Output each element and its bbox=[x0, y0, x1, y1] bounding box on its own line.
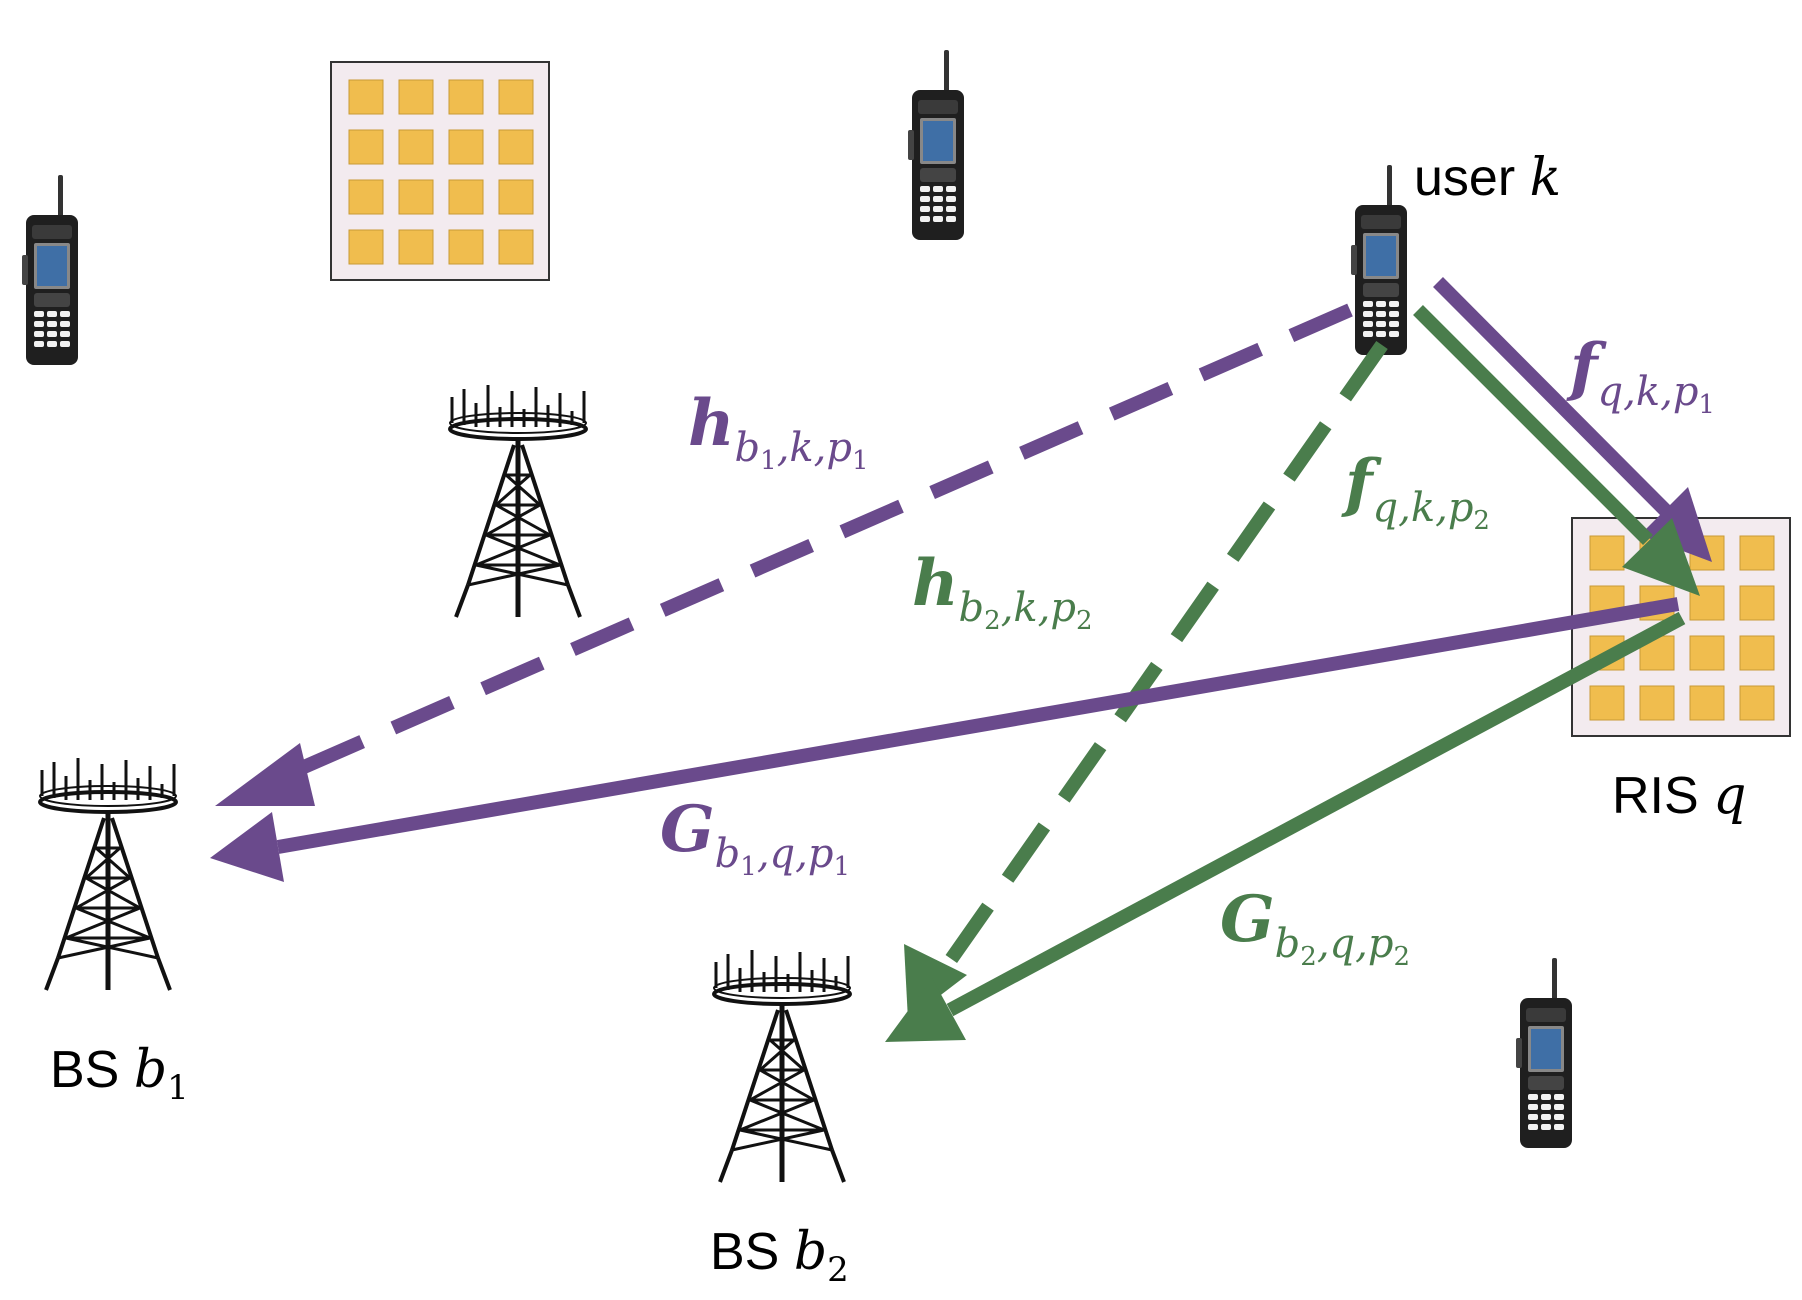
bs-b2-base-station-icon bbox=[714, 950, 850, 1182]
base-station-icon bbox=[450, 385, 586, 617]
channel-label-g-b2: Gb2,q,p2 bbox=[1220, 882, 1411, 972]
phone-icon bbox=[908, 50, 964, 240]
link-f-p2 bbox=[1413, 305, 1653, 545]
ris-panel-icon bbox=[330, 61, 550, 281]
link-h-b2 bbox=[939, 340, 1388, 973]
link-g-b2 bbox=[946, 611, 1686, 1017]
bs-b1-label: BS b1 bbox=[50, 1040, 189, 1108]
link-h-b1-arrowhead bbox=[215, 743, 315, 806]
user-k-label: user k bbox=[1414, 148, 1562, 208]
channel-label-h-b2: hb2,k,p2 bbox=[912, 546, 1093, 636]
bs-b2-label: BS b2 bbox=[710, 1222, 849, 1290]
user-phone-icon bbox=[1351, 165, 1407, 355]
link-f-p1 bbox=[1433, 277, 1672, 517]
channel-label-f-p2: fq,k,p2 bbox=[1345, 446, 1490, 536]
channel-label-h-b1: hb1,k,p1 bbox=[688, 386, 869, 476]
phone-icon bbox=[1516, 958, 1572, 1148]
link-g-b2-arrowhead bbox=[885, 978, 966, 1042]
channel-label-f-p1: fq,k,p1 bbox=[1570, 330, 1715, 420]
link-g-b1 bbox=[276, 597, 1680, 854]
channel-label-g-b1: Gb1,q,p1 bbox=[660, 792, 851, 882]
phone-icon bbox=[22, 175, 78, 365]
link-g-b1-arrowhead bbox=[210, 812, 284, 882]
link-f-p1-arrowhead bbox=[1640, 487, 1712, 562]
bs-b1-base-station-icon bbox=[40, 758, 176, 990]
ris-q-label: RIS q bbox=[1612, 766, 1747, 826]
link-h-b1 bbox=[285, 303, 1353, 781]
link-f-p2-arrowhead bbox=[1622, 518, 1700, 596]
